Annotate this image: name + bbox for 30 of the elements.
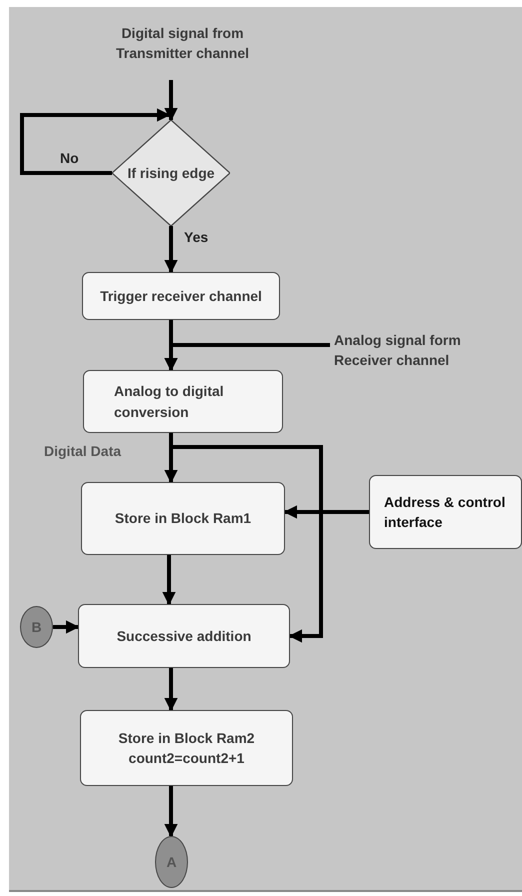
- edge-label: Digital Data: [42, 443, 124, 459]
- decision-diamond: [112, 120, 230, 226]
- box-label: Address & control interface: [384, 492, 506, 532]
- arrow: [20, 108, 170, 175]
- process-box: [78, 604, 290, 668]
- arrow: [162, 555, 176, 606]
- arrow: [164, 80, 178, 122]
- arrow: [169, 433, 323, 643]
- arrow: [164, 668, 178, 712]
- arrow: [164, 226, 178, 274]
- box-label: Store in Block Ram1: [114, 509, 252, 528]
- box-label: If rising edge: [127, 164, 215, 183]
- connector-letter: A: [166, 852, 177, 872]
- box-label: Trigger receiver channel: [100, 286, 262, 306]
- signal-label: Digital signal from Transmitter channel: [114, 24, 250, 63]
- box-label: Store in Block Ram2 count2=count2+1: [117, 728, 256, 768]
- connector-letter: B: [31, 618, 42, 637]
- arrow: [164, 786, 178, 838]
- edge-label: Yes: [182, 229, 210, 245]
- arrow: [284, 505, 369, 519]
- process-box: [83, 370, 283, 433]
- process-box: [82, 272, 280, 320]
- box-label: Successive addition: [116, 626, 252, 646]
- arrow: [53, 620, 80, 634]
- signal-label: Analog signal form Receiver channel: [334, 330, 462, 370]
- process-box: [81, 482, 285, 555]
- interface-box: [369, 475, 522, 549]
- box-label: Analog to digital conversion: [114, 382, 225, 422]
- edge-label: No: [58, 150, 81, 166]
- process-box: [80, 710, 293, 786]
